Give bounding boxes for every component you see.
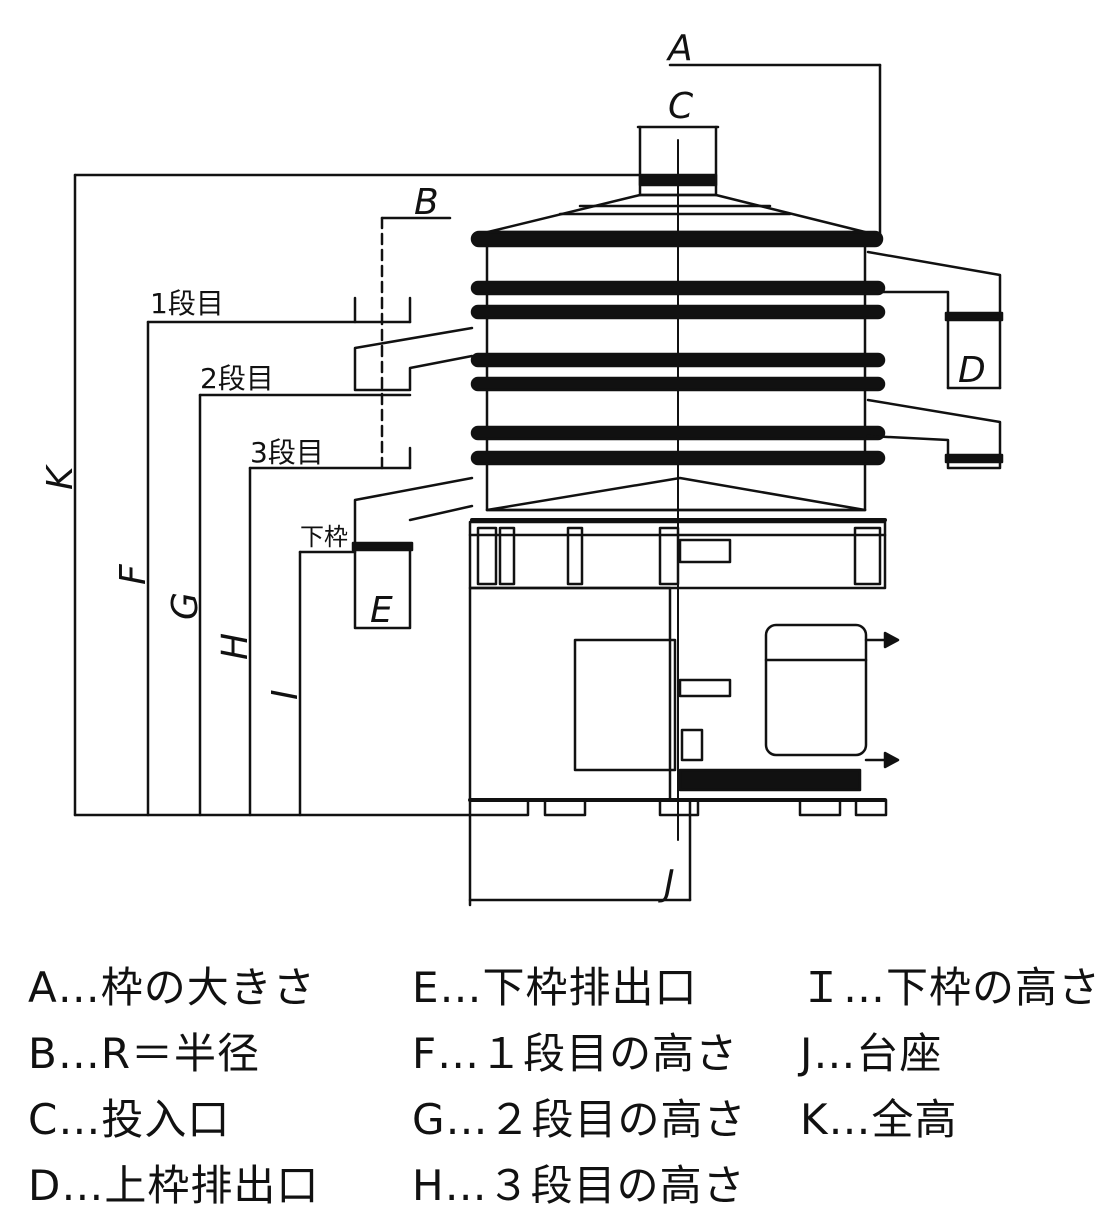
legend-item: E…下枠排出口 xyxy=(412,963,698,1012)
legend-column-3: Ｉ…下枠の高さ J…台座 K…全高 xyxy=(800,955,1101,1153)
cabinet xyxy=(468,586,888,817)
label-e: E xyxy=(370,590,393,631)
lower-frame xyxy=(468,518,887,590)
motor xyxy=(678,623,900,792)
legend-item: K…全高 xyxy=(800,1095,958,1144)
label-f: F xyxy=(113,563,154,585)
label-g: G xyxy=(165,592,206,620)
legend: A…枠の大きさ B…R＝半径 C…投入口 D…上枠排出口 E…下枠排出口 F…１… xyxy=(0,955,1120,1215)
dimension-i xyxy=(298,550,357,817)
legend-item: A…枠の大きさ xyxy=(28,963,316,1012)
dimension-f xyxy=(146,296,412,817)
dimension-h xyxy=(248,446,412,817)
label-h: H xyxy=(215,633,256,660)
stage-label-2: 2段目 xyxy=(200,362,274,395)
dimension-k xyxy=(73,173,642,817)
stage-label-3: 3段目 xyxy=(250,436,324,469)
label-a: A xyxy=(666,28,693,69)
legend-item: G…２段目の高さ xyxy=(412,1095,747,1144)
upper-frame-outlets xyxy=(866,250,1004,470)
dimension-j xyxy=(468,798,692,907)
legend-item: C…投入口 xyxy=(28,1095,231,1144)
label-i: I xyxy=(265,689,306,700)
legend-column-1: A…枠の大きさ B…R＝半径 C…投入口 D…上枠排出口 xyxy=(28,955,319,1219)
stage-label-lower: 下枠 xyxy=(300,523,348,551)
sieve-machine-diagram: A C B D E J K F G H I 1段目 2段目 3段目 下枠 xyxy=(40,28,1004,907)
legend-item: F…１段目の高さ xyxy=(412,1029,739,1078)
dimension-g xyxy=(198,393,412,817)
legend-item: J…台座 xyxy=(800,1029,943,1078)
stage-label-1: 1段目 xyxy=(150,287,224,320)
label-b: B xyxy=(414,182,439,223)
legend-item: H…３段目の高さ xyxy=(412,1161,746,1210)
label-c: C xyxy=(668,86,694,127)
dimension-b xyxy=(380,216,452,472)
label-k: K xyxy=(40,464,81,490)
legend-item: Ｉ…下枠の高さ xyxy=(800,963,1102,1012)
legend-item: B…R＝半径 xyxy=(28,1029,260,1078)
legend-column-2: E…下枠排出口 F…１段目の高さ G…２段目の高さ H…３段目の高さ xyxy=(412,955,747,1219)
dimension-a xyxy=(668,63,882,242)
legend-item: D…上枠排出口 xyxy=(28,1161,320,1210)
label-j: J xyxy=(658,863,675,904)
label-d: D xyxy=(958,350,986,391)
lower-frame-outlets xyxy=(351,326,474,630)
